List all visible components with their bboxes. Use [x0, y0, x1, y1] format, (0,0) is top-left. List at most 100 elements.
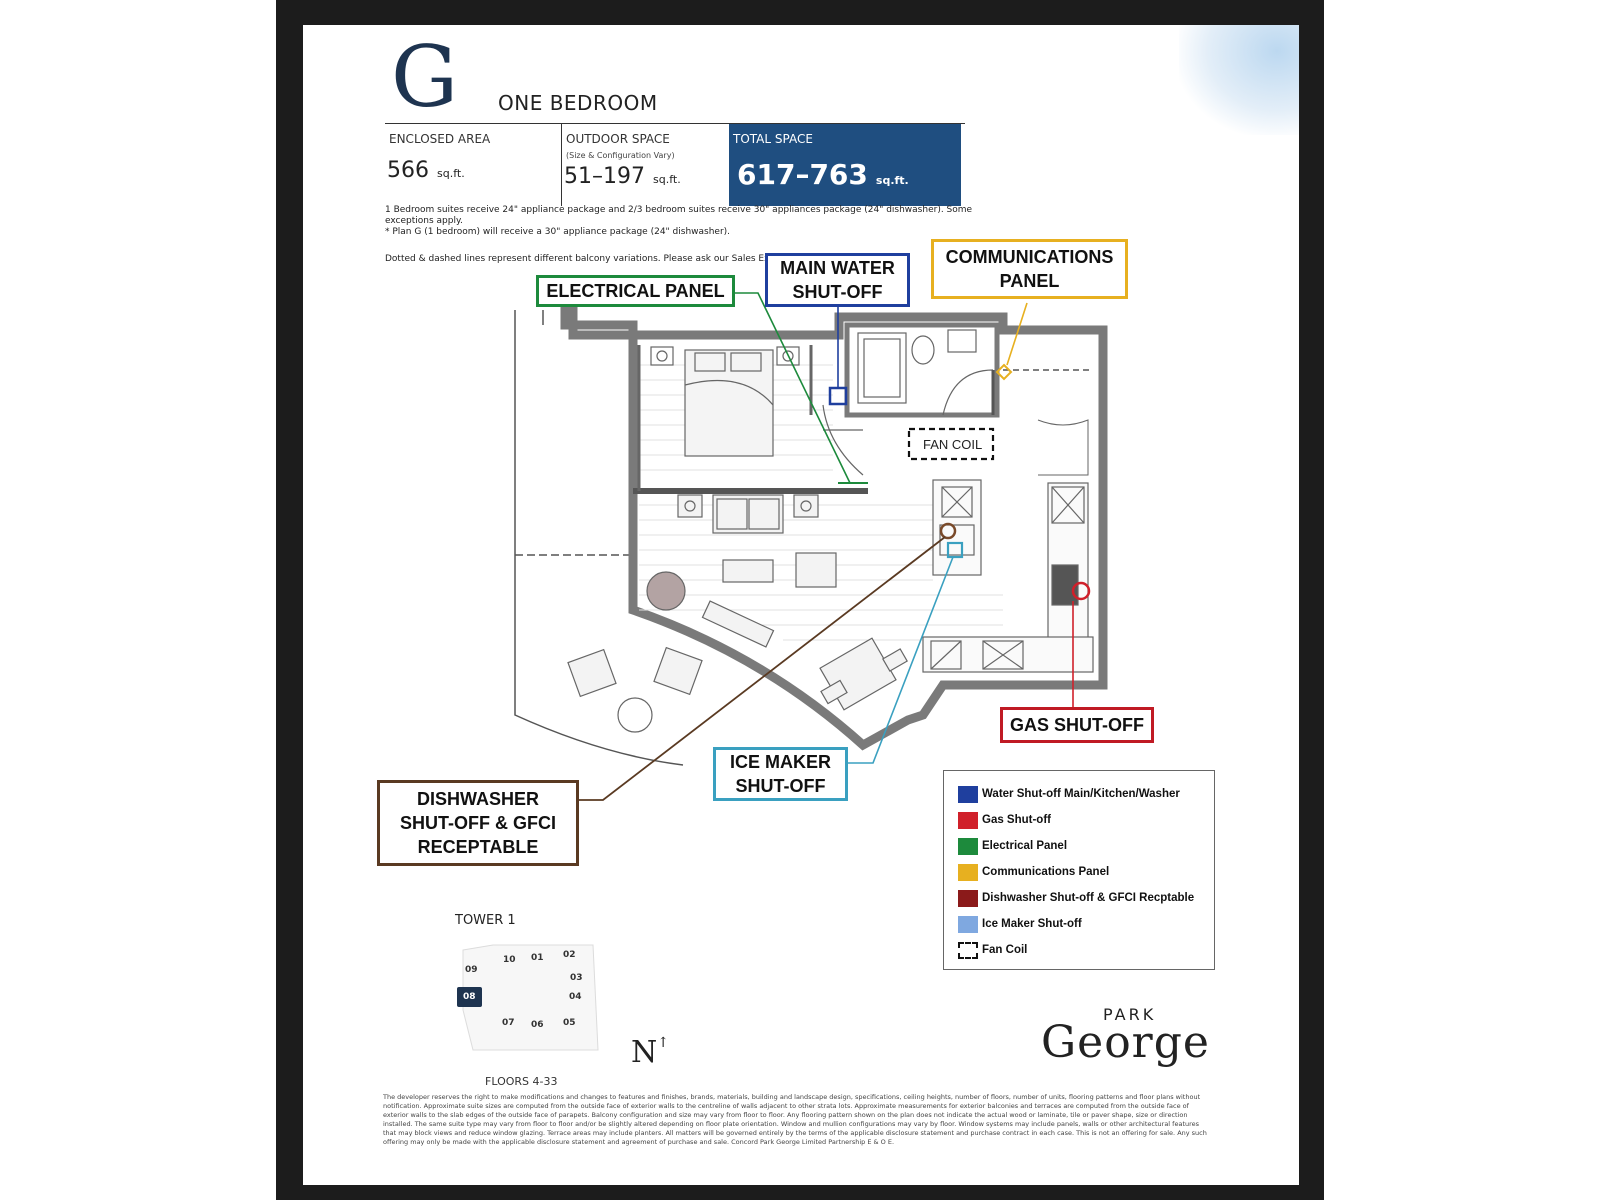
gas-shutoff-marker — [1071, 581, 1091, 601]
ice-callout-line-1: ICE MAKER — [729, 752, 831, 772]
enclosed-area: ENCLOSED AREA 566 sq.ft. — [385, 124, 561, 206]
key-plan-outline — [462, 944, 599, 1051]
water-shutoff-marker — [828, 386, 848, 406]
legend-label-fan-coil: Fan Coil — [982, 944, 1028, 956]
legend-row-dishwasher: Dishwasher Shut-off & GFCI Recptable — [958, 885, 1200, 911]
disclaimer: The developer reserves the right to make… — [383, 1093, 1207, 1146]
legend-swatch-gas — [958, 811, 978, 829]
gas-callout-text: GAS SHUT-OFF — [1010, 715, 1144, 735]
electrical-panel-callout: ELECTRICAL PANEL — [536, 275, 735, 307]
unit-08-selected: 08 — [457, 987, 482, 1007]
legend-label-gas: Gas Shut-off — [982, 814, 1051, 826]
unit-01: 01 — [531, 953, 544, 963]
exterior-walls — [560, 305, 1108, 751]
legend-label-comms: Communications Panel — [982, 866, 1110, 878]
unit-04: 04 — [569, 992, 582, 1002]
electrical-leader — [735, 292, 851, 484]
legend-swatch-ice-maker — [958, 915, 978, 933]
comms-panel-callout: COMMUNICATIONS PANEL — [931, 239, 1128, 299]
north-letter: N — [631, 1035, 658, 1070]
brand-name: George — [1041, 1017, 1210, 1068]
note-line-1: 1 Bedroom suites receive 24" appliance p… — [385, 205, 973, 226]
ice-maker-marker — [946, 541, 964, 559]
bathroom — [809, 322, 1000, 418]
gas-shutoff-callout: GAS SHUT-OFF — [1000, 707, 1154, 743]
balcony — [514, 310, 684, 766]
legend-swatch-dishwasher — [958, 889, 978, 907]
electrical-callout-text: ELECTRICAL PANEL — [546, 281, 725, 301]
notes: 1 Bedroom suites receive 24" appliance p… — [385, 205, 985, 265]
legend-swatch-water — [958, 785, 978, 803]
total-label: TOTAL SPACE — [733, 132, 813, 146]
fan-coil-box — [907, 427, 995, 461]
legend-row-ice-maker: Ice Maker Shut-off — [958, 911, 1200, 937]
paper-wash — [1179, 25, 1299, 135]
legend-swatch-fan-coil — [958, 941, 978, 959]
kitchen-island — [932, 479, 982, 576]
area-stats: ENCLOSED AREA 566 sq.ft. OUTDOOR SPACE (S… — [385, 123, 965, 206]
tower-label: TOWER 1 — [455, 913, 516, 928]
outdoor-sub: (Size & Configuration Vary) — [566, 151, 675, 160]
north-arrow: N↑ — [631, 1035, 669, 1070]
outdoor-value: 51–197 — [564, 164, 645, 189]
comms-callout-line-2: PANEL — [999, 271, 1060, 291]
comms-callout-line-1: COMMUNICATIONS — [945, 247, 1114, 267]
legend-row-water: Water Shut-off Main/Kitchen/Washer — [958, 781, 1200, 807]
comms-panel-marker — [995, 363, 1013, 381]
ice-callout-line-2: SHUT-OFF — [735, 776, 826, 796]
total-space: TOTAL SPACE 617–763 sq.ft. — [729, 124, 961, 206]
outdoor-space: OUTDOOR SPACE (Size & Configuration Vary… — [561, 124, 728, 206]
plan-type: ONE BEDROOM — [498, 91, 658, 115]
entry-door — [1037, 419, 1089, 476]
legend-row-electrical: Electrical Panel — [958, 833, 1200, 859]
unit-09: 09 — [465, 965, 478, 975]
balcony-furniture — [567, 646, 703, 733]
main-water-callout-line-1: MAIN WATER — [780, 258, 895, 278]
enclosed-label: ENCLOSED AREA — [389, 132, 491, 146]
unit-02: 02 — [563, 950, 576, 960]
north-arrow-icon: ↑ — [657, 1035, 669, 1051]
ice-maker-leader — [848, 556, 954, 764]
total-value: 617–763 — [737, 158, 868, 191]
unit-05: 05 — [563, 1018, 576, 1028]
dish-callout-line-1: DISHWASHER — [416, 789, 539, 809]
legend-label-ice-maker: Ice Maker Shut-off — [982, 918, 1082, 930]
page-margin — [0, 0, 276, 1200]
unit-03: 03 — [570, 973, 583, 983]
dish-callout-line-2: SHUT-OFF & GFCI — [400, 813, 556, 833]
outdoor-label: OUTDOOR SPACE — [566, 132, 670, 146]
floors-label: FLOORS 4-33 — [485, 1075, 558, 1088]
brand-park: PARK — [1103, 1005, 1157, 1024]
floor-plan-sheet: G ONE BEDROOM ENCLOSED AREA 566 sq.ft. OU… — [303, 25, 1299, 1185]
outdoor-unit: sq.ft. — [653, 173, 681, 186]
legend-label-electrical: Electrical Panel — [982, 840, 1068, 852]
legend-row-fan-coil: Fan Coil — [958, 937, 1200, 963]
note-line-3: Dotted & dashed lines represent differen… — [385, 254, 906, 264]
dishwasher-callout: DISHWASHER SHUT-OFF & GFCI RECEPTABLE — [377, 780, 579, 866]
living-furniture — [646, 494, 837, 648]
floor-hatching — [639, 364, 1003, 641]
fan-coil-label: FAN COIL — [923, 437, 982, 452]
enclosed-unit: sq.ft. — [437, 167, 465, 180]
legend-row-comms: Communications Panel — [958, 859, 1200, 885]
bedroom — [633, 345, 868, 494]
legend-label-water: Water Shut-off Main/Kitchen/Washer — [982, 788, 1180, 800]
kitchen-counter — [922, 482, 1094, 673]
legend-label-dishwasher: Dishwasher Shut-off & GFCI Recptable — [982, 892, 1195, 904]
dining-table — [819, 637, 908, 711]
main-water-callout: MAIN WATER SHUT-OFF — [765, 253, 910, 307]
ice-maker-callout: ICE MAKER SHUT-OFF — [713, 747, 848, 801]
comms-leader — [1006, 302, 1028, 366]
dishwasher-marker — [939, 522, 957, 540]
unit-10: 10 — [503, 955, 516, 965]
plan-letter: G — [391, 28, 459, 126]
main-water-callout-line-2: SHUT-OFF — [792, 282, 883, 302]
legend-swatch-comms — [958, 863, 978, 881]
legend-row-gas: Gas Shut-off — [958, 807, 1200, 833]
enclosed-value: 566 — [387, 158, 429, 183]
total-value-line: 617–763 sq.ft. — [737, 158, 909, 191]
unit-06: 06 — [531, 1020, 544, 1030]
floor-plan-drawing: FAN COIL — [514, 292, 1108, 801]
outdoor-value-line: 51–197 sq.ft. — [564, 164, 681, 189]
total-unit: sq.ft. — [875, 174, 909, 187]
